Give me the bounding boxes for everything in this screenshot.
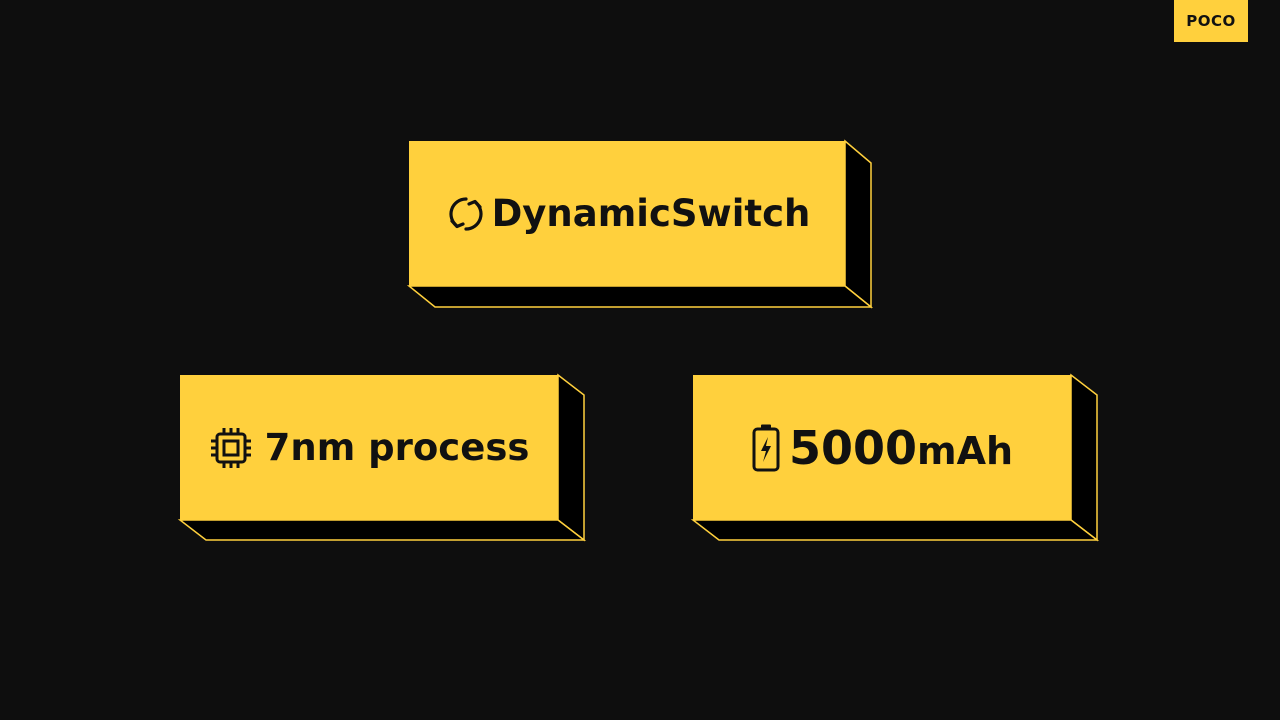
battery-charging-icon [751,423,781,473]
battery-unit: mAh [916,428,1014,473]
refresh-icon [444,192,488,236]
chip-icon [209,426,253,470]
process-card-block [177,373,587,542]
poco-logo: POCO [1174,0,1248,42]
process-label: 7nm process [264,426,530,469]
logo-text: POCO [1186,12,1236,30]
process-card: 7nm process [177,373,587,542]
battery-card-block [690,373,1100,542]
battery-card: 5000mAh [690,373,1100,542]
dynamic-switch-label: DynamicSwitch [491,192,811,235]
battery-value: 5000 [788,420,917,475]
dynamic-switch-card: DynamicSwitch [406,139,874,309]
